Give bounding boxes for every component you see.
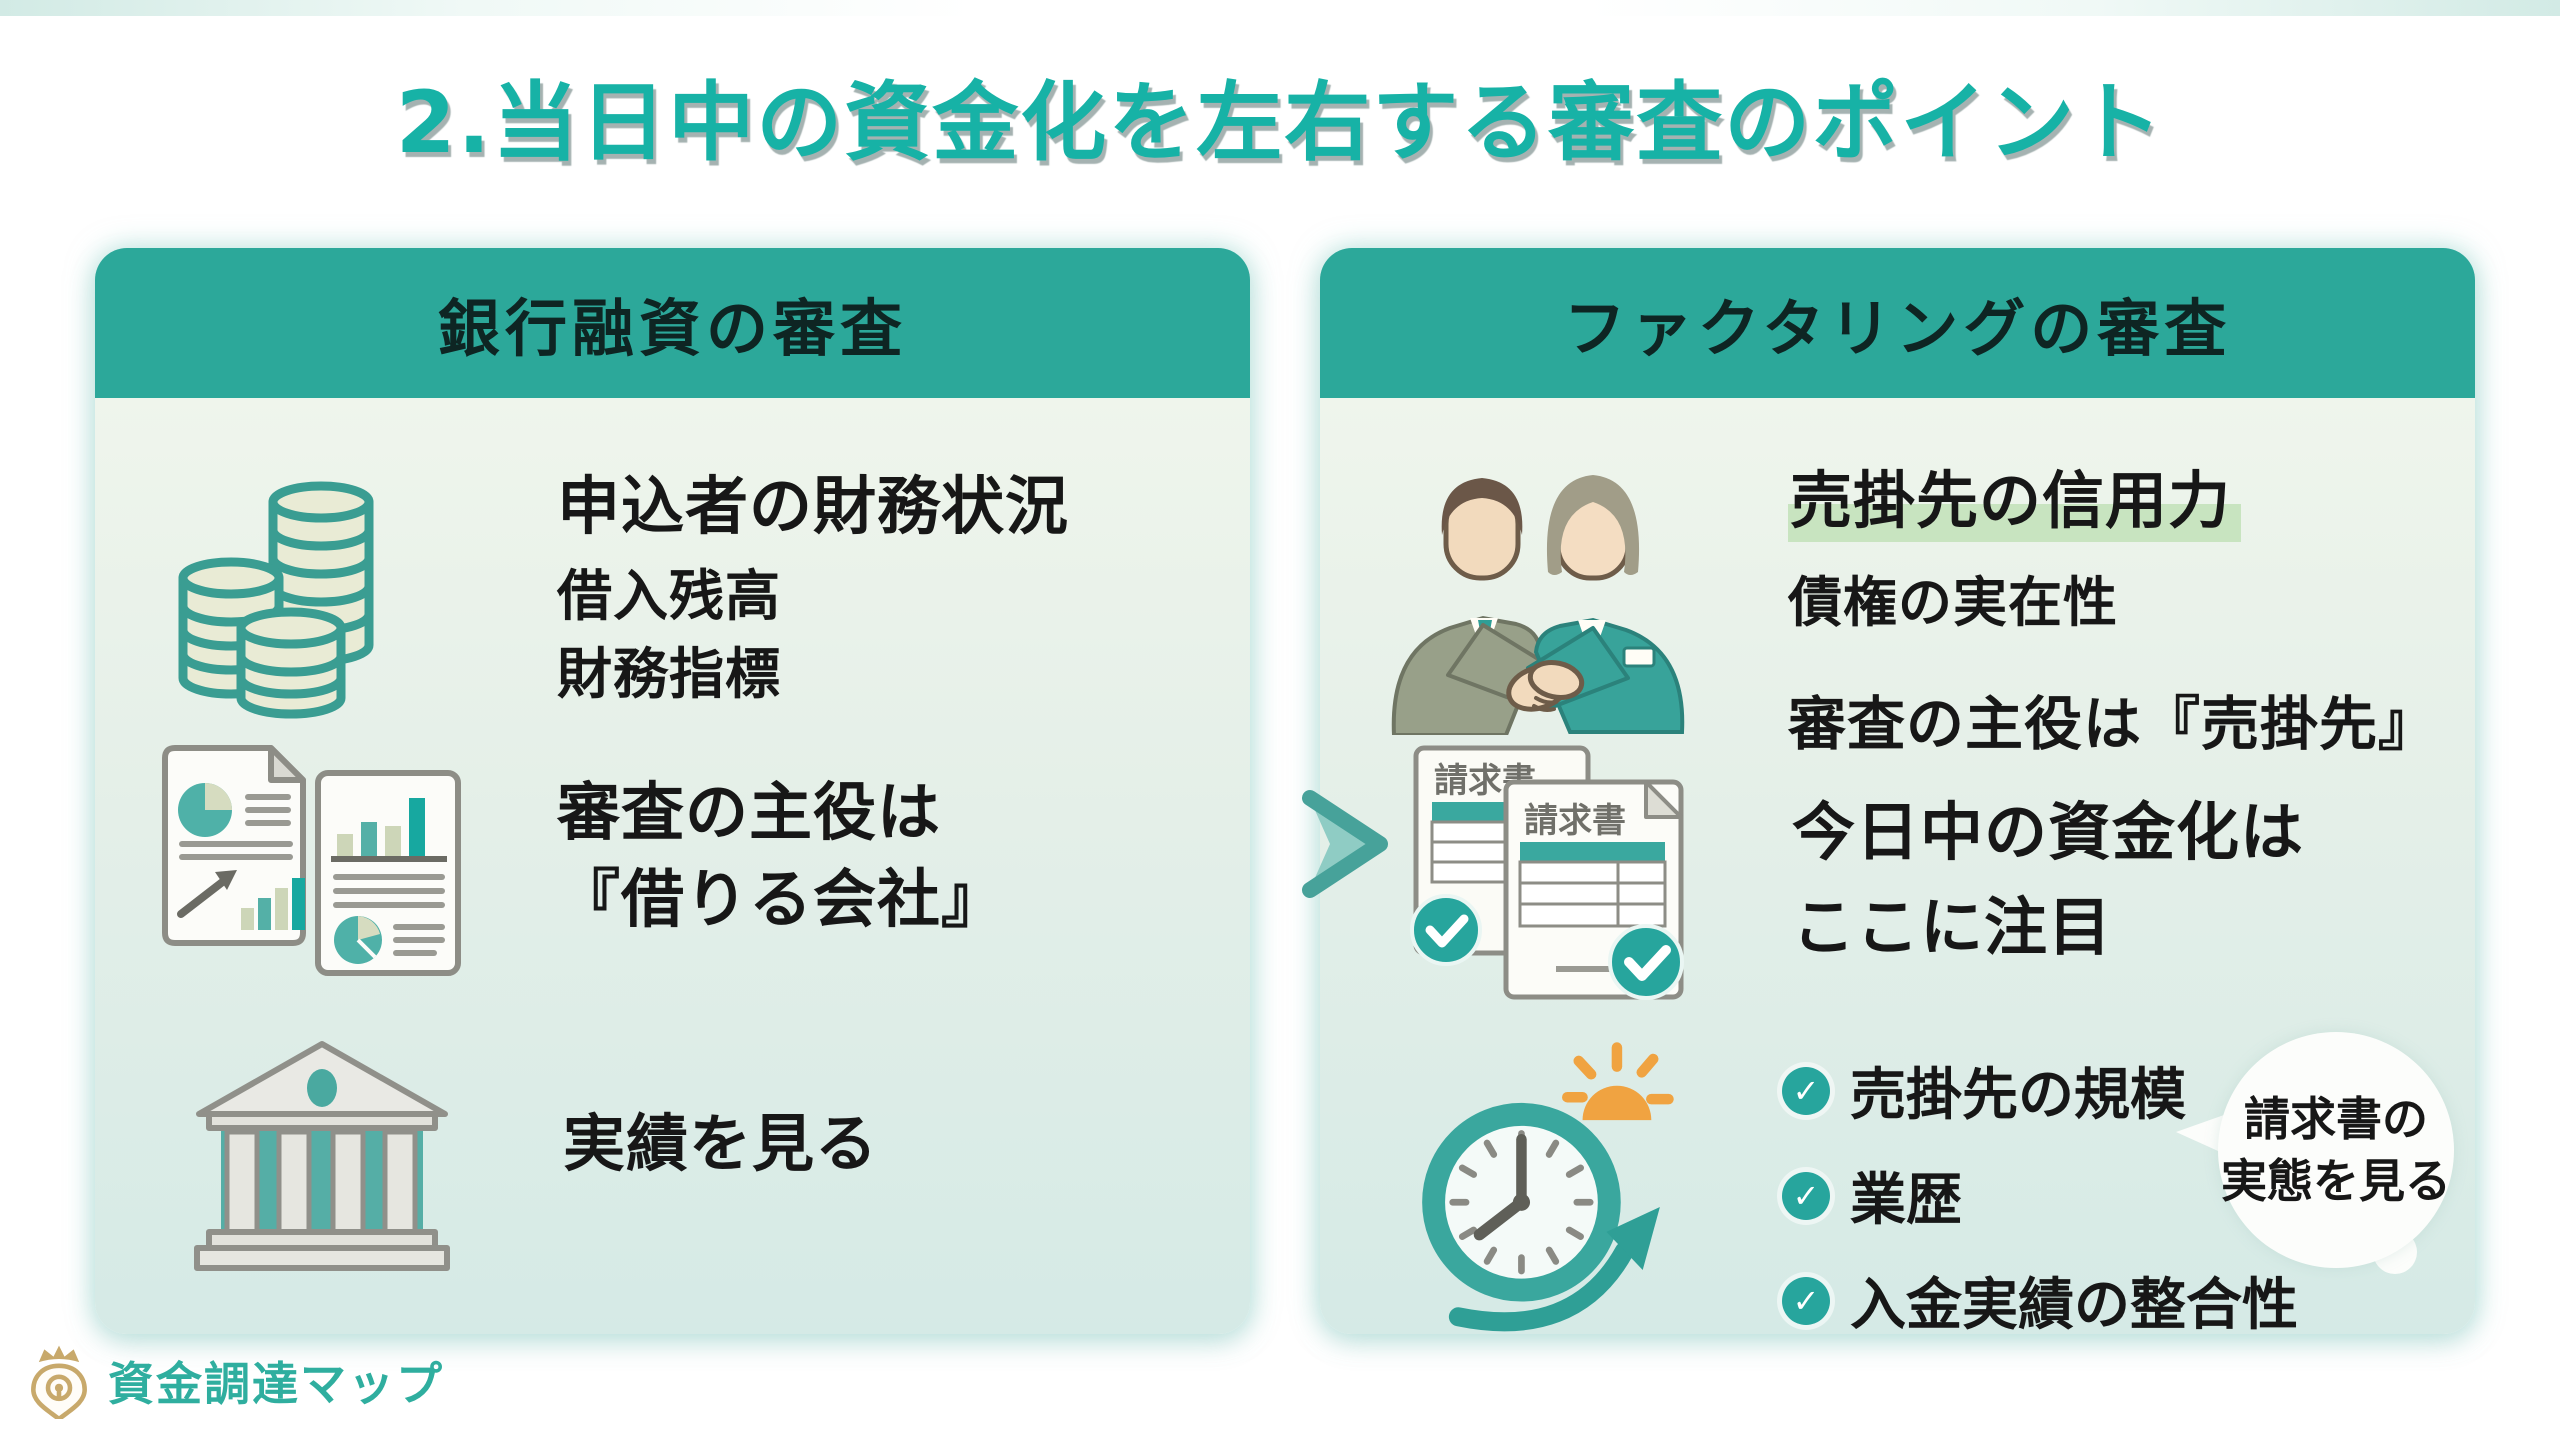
bubble-line1: 請求書の <box>2244 1091 2428 1146</box>
subject-line1: 審査の主役は <box>557 776 941 849</box>
site-logo: 資金調達マップ <box>26 1342 444 1419</box>
clock-sun-arrow-icon <box>1422 1042 1674 1332</box>
map-pin-crown-icon <box>31 1345 87 1419</box>
checklist-item: 売掛先の規模 <box>1782 1050 2298 1131</box>
subject-line2: 『借りる会社』 <box>557 862 1005 936</box>
check-icon <box>1782 1066 1830 1115</box>
client-credit-block: 売掛先の信用力 債権の実在性 審査の主役は『売掛先』 <box>1788 450 2437 761</box>
speech-bubble: 請求書の 実態を見る <box>2218 1032 2454 1268</box>
top-tint <box>0 0 2560 16</box>
bank-building-icon <box>194 1041 450 1271</box>
credit-line2: 審査の主役は『売掛先』 <box>1788 690 2438 758</box>
checklist-item: 業歴 <box>1782 1155 2298 1236</box>
same-day-focus-block: 今日中の資金化は ここに注目 <box>1792 786 2304 975</box>
speech-bubble-text: 請求書の 実態を見る <box>2221 1088 2451 1212</box>
site-logo-text: 資金調達マップ <box>108 1356 444 1411</box>
screening-subject-block: 審査の主役は 『借りる会社』 <box>557 770 1005 944</box>
finance-line2: 財務指標 <box>557 642 782 707</box>
factoring-panel: ファクタリングの審査 売掛先の <box>1320 248 2475 1334</box>
coin-stacks-icon <box>178 481 374 719</box>
finance-line1: 借入残高 <box>557 564 782 628</box>
bank-loan-panel-body: 申込者の財務状況 借入残高 財務指標 <box>95 398 1250 1334</box>
checklist-item-label: 売掛先の規模 <box>1850 1063 2186 1128</box>
check-icon <box>1782 1276 1830 1325</box>
credit-line1: 債権の実在性 <box>1788 571 2118 634</box>
checklist-item-label: 業歴 <box>1850 1168 1962 1233</box>
factoring-panel-header: ファクタリングの審査 <box>1320 248 2475 398</box>
check-icon <box>1782 1171 1830 1220</box>
handshake-people-icon <box>1391 475 1685 735</box>
bank-loan-panel-header: 銀行融資の審査 <box>95 248 1250 398</box>
focus-line2: ここに注目 <box>1792 890 2112 964</box>
track-record-text: 実績を見る <box>563 1107 879 1180</box>
arrow-head <box>1302 790 1388 898</box>
focus-line1: 今日中の資金化は <box>1792 796 2304 869</box>
applicant-finance-block: 申込者の財務状況 借入残高 財務指標 <box>557 456 1069 710</box>
bubble-line2: 実態を見る <box>2221 1154 2451 1208</box>
checklist-item: 入金実績の整合性 <box>1782 1260 2298 1334</box>
factoring-panel-body: 売掛先の信用力 債権の実在性 審査の主役は『売掛先』 請求書 請求書 <box>1320 398 2475 1334</box>
factoring-checklist: 売掛先の規模 業歴 入金実績の整合性 <box>1782 1050 2298 1334</box>
credit-title: 売掛先の信用力 <box>1788 450 2242 546</box>
page-title: 2.当日中の資金化を左右する審査のポイント <box>395 73 2165 173</box>
invoice-label-front: 請求書 <box>1524 801 1626 841</box>
report-documents-icon <box>162 745 461 976</box>
arrow-head-fill <box>1314 808 1374 880</box>
finance-title: 申込者の財務状況 <box>557 470 1069 543</box>
bank-loan-panel: 銀行融資の審査 <box>95 248 1250 1334</box>
flow-arrow <box>1112 790 1388 898</box>
checklist-item-label: 入金実績の整合性 <box>1850 1273 2298 1334</box>
invoice-documents-icon: 請求書 請求書 <box>1410 745 1684 1000</box>
